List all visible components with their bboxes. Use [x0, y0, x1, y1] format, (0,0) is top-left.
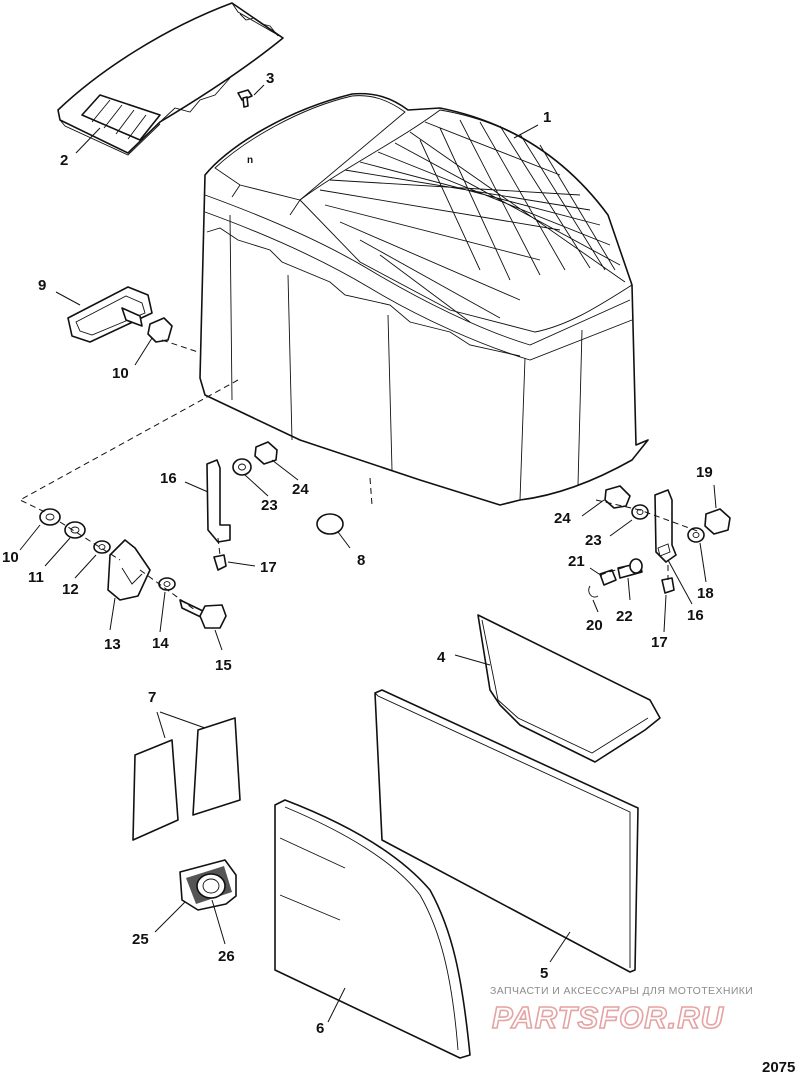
callout-24-right: 24 — [554, 510, 571, 527]
left-hardware — [39, 441, 278, 629]
callout-22: 22 — [616, 608, 633, 625]
callout-labels: 1 2 3 4 5 6 7 8 9 10 10 11 12 13 14 15 1… — [2, 70, 714, 1037]
callout-4: 4 — [437, 649, 446, 666]
callout-23-right: 23 — [585, 532, 602, 549]
plug-part — [316, 513, 344, 535]
callout-14: 14 — [152, 635, 169, 652]
callout-9: 9 — [38, 277, 46, 294]
pad-part-4 — [477, 614, 661, 763]
callout-18: 18 — [697, 585, 714, 602]
callout-19: 19 — [696, 464, 713, 481]
leader-lines — [19, 84, 717, 1023]
watermark: ЗАПЧАСТИ И АКСЕССУАРЫ ДЛЯ МОТОТЕХНИКИ PA… — [490, 985, 753, 1036]
callout-17-right: 17 — [651, 634, 668, 651]
callout-7: 7 — [148, 689, 156, 706]
callout-15: 15 — [215, 657, 232, 674]
figure-number: 2075 — [762, 1059, 795, 1076]
pad-part-6 — [274, 799, 471, 1059]
watermark-logo: PARTSFOR.RU — [492, 1000, 725, 1035]
callout-10-lower: 10 — [2, 549, 19, 566]
callout-23-left: 23 — [261, 497, 278, 514]
callout-11: 11 — [28, 569, 44, 586]
callout-5: 5 — [540, 965, 548, 982]
screw-part-3 — [237, 89, 253, 108]
callout-1: 1 — [543, 109, 551, 126]
callout-25: 25 — [132, 931, 149, 948]
callout-10-upper: 10 — [112, 365, 129, 382]
decal-part-25 — [179, 859, 237, 911]
right-hardware — [588, 485, 731, 598]
top-cowl-part: n — [199, 92, 649, 506]
callout-16-right: 16 — [687, 607, 704, 624]
watermark-caption: ЗАПЧАСТИ И АКСЕССУАРЫ ДЛЯ МОТОТЕХНИКИ — [490, 985, 753, 997]
callout-12: 12 — [62, 581, 79, 598]
callout-6: 6 — [316, 1020, 324, 1037]
callout-17-left: 17 — [260, 559, 277, 576]
callout-8: 8 — [357, 552, 365, 569]
pad-part-5 — [374, 689, 639, 973]
vent-cover-part — [57, 2, 284, 156]
latch-handle-part — [67, 286, 173, 343]
callout-13: 13 — [104, 636, 121, 653]
svg-text:n: n — [247, 155, 253, 166]
callout-24-left: 24 — [292, 481, 309, 498]
dashed-routes — [18, 339, 701, 611]
callout-3: 3 — [266, 70, 274, 87]
callout-16-left: 16 — [160, 470, 177, 487]
callout-26: 26 — [218, 948, 235, 965]
pad-part-7 — [132, 717, 241, 841]
callout-2: 2 — [60, 152, 68, 169]
callout-20: 20 — [586, 617, 603, 634]
callout-21: 21 — [568, 553, 585, 570]
